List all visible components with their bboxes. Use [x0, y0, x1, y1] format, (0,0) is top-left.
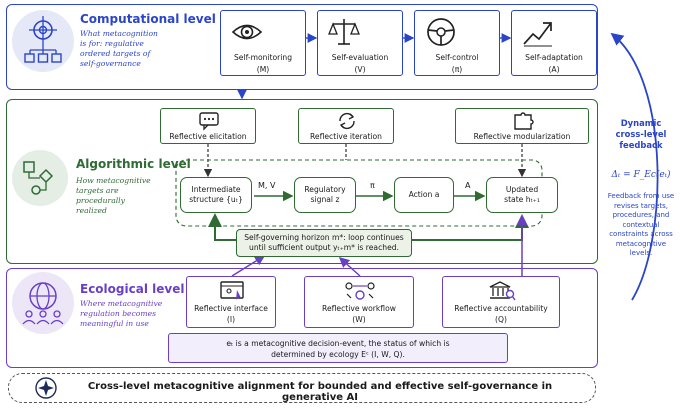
practice-abbr: (I)	[226, 315, 236, 324]
institution-icon	[489, 281, 516, 301]
self-governing-horizon-box: Self-governing horizon m*: loop continue…	[236, 229, 412, 257]
practice-label: Reflective accountability	[454, 304, 548, 313]
eye-icon	[231, 24, 263, 40]
stage-line2: state hₜ₊₁	[504, 195, 540, 204]
target-label: Self-control	[435, 53, 479, 62]
practice-box-reflective-accountability: Reflective accountability (Q)	[442, 276, 560, 328]
feedback-formula: Δₜ = F_Ec(eₜ)	[611, 170, 671, 180]
computational-level-icon	[12, 10, 74, 72]
target-abbr: (π)	[451, 65, 463, 74]
target-box-self-adaptation: Self-adaptation (A)	[511, 10, 597, 76]
stage-line2: structure {uₜ}	[189, 195, 243, 204]
edge-label-mv: M, V	[258, 181, 276, 190]
bottom-banner	[8, 373, 596, 403]
algorithmic-level-icon	[12, 150, 68, 206]
trend-arrow-icon	[523, 22, 552, 47]
compass-star-icon	[35, 377, 57, 399]
stage-regulatory-signal: Regulatory signal z	[294, 177, 356, 213]
practice-abbr: (Q)	[495, 315, 507, 324]
bottom-banner-text: Cross-level metacognitive alignment for …	[87, 381, 553, 403]
target-box-self-evaluation: Self-evaluation (V)	[317, 10, 403, 76]
target-box-self-monitoring: Self-monitoring (M)	[220, 10, 306, 76]
target-abbr: (V)	[354, 65, 366, 74]
practice-box-reflective-interface: Reflective interface (I)	[186, 276, 276, 328]
target-label: Self-evaluation	[331, 53, 389, 62]
target-abbr: (M)	[256, 65, 270, 74]
stage-action: Action a	[394, 177, 454, 213]
horizon-line1: Self-governing horizon m*: loop continue…	[244, 233, 404, 242]
scales-icon	[328, 19, 360, 45]
mechanism-box-reflective-modularization: Reflective modularization	[455, 108, 589, 144]
computational-level-panel	[6, 4, 598, 90]
practice-abbr: (W)	[352, 315, 366, 324]
globe-people-icon	[22, 282, 64, 325]
puzzle-icon	[514, 112, 534, 130]
target-label: Self-adaptation	[525, 53, 583, 62]
practice-label: Reflective workflow	[322, 304, 396, 313]
arrow-interface-horizon	[231, 255, 266, 277]
loop-return-arrow-left	[208, 213, 236, 241]
interface-icon	[220, 281, 244, 300]
arrow-workflow-horizon	[338, 256, 361, 277]
ecological-level-description: Where metacognitive regulation becomes m…	[80, 299, 163, 328]
computational-level-description: What metacognition is for: regulative or…	[80, 29, 158, 68]
algorithmic-level-description: How metacognitive targets are procedural…	[76, 176, 151, 215]
mechanism-box-reflective-iteration: Reflective iteration	[298, 108, 394, 144]
stage-line1: Intermediate	[191, 185, 241, 194]
target-box-self-control: Self-control (π)	[414, 10, 500, 76]
stage-updated-state: Updated state hₜ₊₁	[486, 177, 558, 213]
cycle-icon	[339, 112, 355, 130]
feedback-description: Feedback from use revises targets, proce…	[607, 192, 675, 257]
feedback-title: Dynamic cross-level feedback	[615, 118, 667, 150]
mechanism-label: Reflective elicitation	[169, 132, 247, 141]
algorithmic-level-title: Algorithmic level	[76, 157, 191, 171]
mechanism-box-reflective-elicitation: Reflective elicitation	[160, 108, 256, 144]
computational-level-title: Computational level	[80, 12, 216, 26]
flowchart-icon	[23, 161, 54, 195]
practice-box-reflective-workflow: Reflective workflow (W)	[304, 276, 414, 328]
target-abbr: (A)	[548, 65, 560, 74]
horizon-line2: until sufficient output yₜ₊m* is reached…	[249, 243, 399, 252]
ecological-level-title: Ecological level	[80, 282, 185, 296]
loop-feed-arrow-right	[412, 214, 529, 241]
stage-line1: Action a	[408, 190, 440, 199]
feedback-curve-arrow	[610, 32, 659, 301]
algorithmic-level-panel	[6, 99, 598, 264]
practice-label: Reflective interface	[194, 304, 268, 313]
target-network-icon	[24, 16, 62, 63]
mechanism-label: Reflective modularization	[473, 132, 571, 141]
note-line2: determined by ecology Eᶜ (I, W, Q).	[271, 350, 405, 359]
note-line1: eₜ is a metacognitive decision-event, th…	[226, 339, 450, 348]
target-label: Self-monitoring	[233, 53, 293, 62]
ecological-level-panel	[6, 268, 598, 368]
mechanism-label: Reflective iteration	[310, 132, 382, 141]
decision-event-note: eₜ is a metacognitive decision-event, th…	[168, 333, 508, 363]
stage-line1: Regulatory	[304, 185, 346, 194]
stage-line1: Updated	[505, 185, 539, 194]
edge-label-a: A	[465, 181, 471, 190]
stage-line2: signal z	[310, 195, 340, 204]
steering-wheel-icon	[427, 18, 455, 46]
chat-bubble-icon	[199, 112, 219, 131]
ecological-level-icon	[12, 272, 74, 334]
stage-intermediate-structure: Intermediate structure {uₜ}	[180, 177, 252, 213]
workflow-icon	[345, 282, 375, 300]
iteration-loop-boundary	[175, 159, 543, 227]
edge-label-pi: π	[370, 181, 375, 190]
